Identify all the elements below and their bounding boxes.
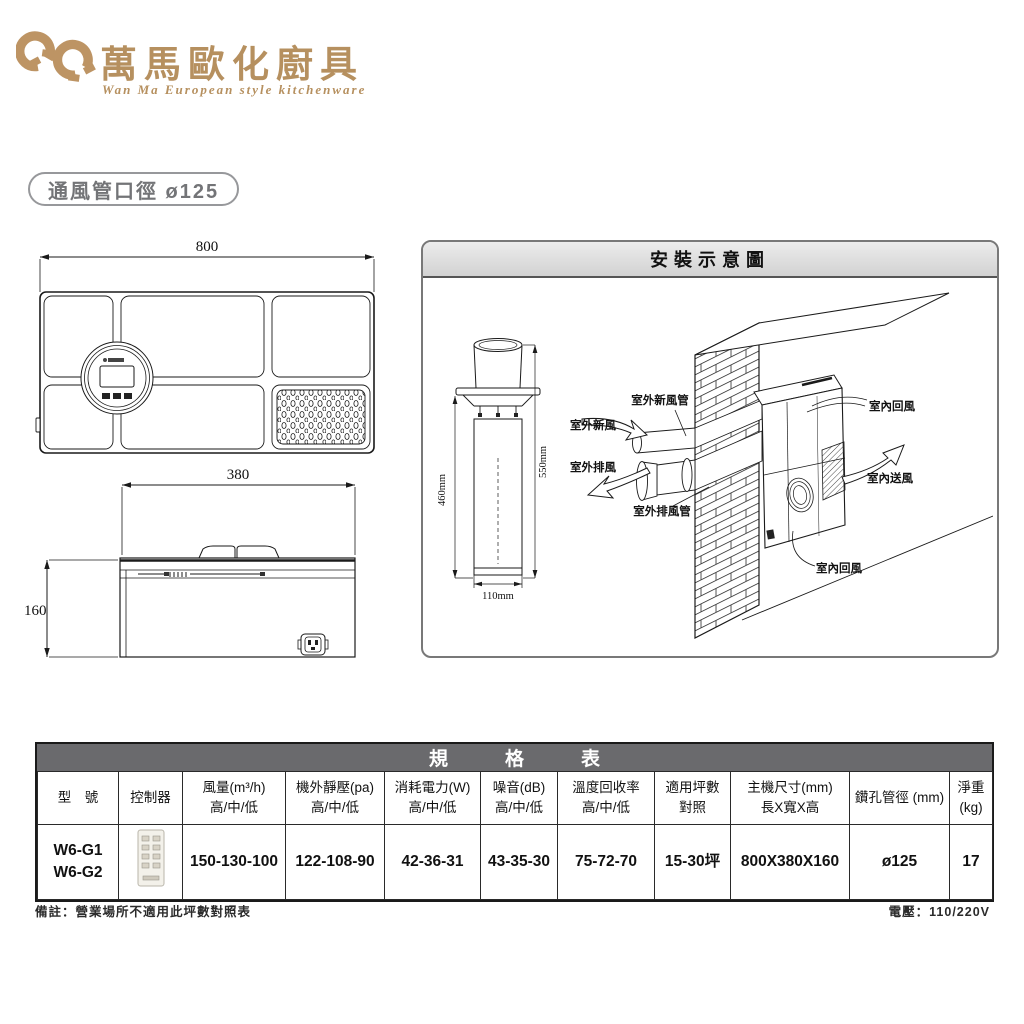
cell-dimensions: 800X380X160 [730,824,850,900]
remote-control-image [137,829,164,887]
label-indoor-return-top: 室內回風 [869,399,915,413]
col-hole-diameter: 鑽孔管徑 (mm) [849,771,950,825]
cell-static-pressure: 122-108-90 [285,824,385,900]
col-power: 消耗電力(W)高/中/低 [384,771,481,825]
label-indoor-supply: 室內送風 [867,471,913,485]
label-outdoor-fresh-duct: 室外新風管 [631,393,689,407]
brand-name: 萬馬歐化廚具 [100,45,364,86]
duct-diameter-badge: 通風管口徑 ø125 [28,172,240,206]
cell-hole-diameter: ø125 [849,824,950,900]
voltage-note: 電壓：110/220V [888,905,990,919]
spec-table-title: 規格表 [37,744,992,771]
pipe-drawing [452,338,541,588]
label-outdoor-fresh: 室外新風 [570,418,616,432]
front-view-height-dim: 160 [24,603,47,619]
cell-power: 42-36-31 [384,824,481,900]
control-dial [80,341,154,415]
installation-panel: 安裝示意圖 [421,240,999,658]
spec-table: 規格表 型 號 控制器 風量(m³/h)高/中/低 機外靜壓(pa)高/中/低 … [35,742,994,902]
label-outdoor-exhaust: 室外排風 [570,460,616,474]
col-static-pressure: 機外靜壓(pa)高/中/低 [285,771,385,825]
wall-unit-drawing [581,292,994,639]
front-view-drawing [44,482,356,658]
cell-noise: 43-35-30 [480,824,558,900]
label-indoor-return-bottom: 室內回風 [816,561,862,575]
top-view-width-dim: 800 [196,239,219,255]
col-net-weight: 淨重(kg) [949,771,993,825]
product-dimension-drawings: 800 [24,239,375,658]
pipe-left-dim: 460mm [437,474,448,506]
col-airflow: 風量(m³/h)高/中/低 [182,771,286,825]
col-noise: 噪音(dB)高/中/低 [480,771,558,825]
brand-tagline: Wan Ma European style kitchenware [102,82,367,97]
col-model: 型 號 [37,771,119,825]
remark-note: 備註：營業場所不適用此坪數對照表 [35,905,252,919]
pipe-right-dim: 550mm [538,446,549,478]
cell-airflow: 150-130-100 [182,824,286,900]
power-socket [297,633,329,656]
top-view-drawing [35,254,375,454]
installation-title: 安裝示意圖 [423,242,997,278]
brand-logo-icon [16,31,96,82]
col-dimensions: 主機尺寸(mm)長X寬X高 [730,771,850,825]
cell-net-weight: 17 [949,824,993,900]
cell-heat-recovery: 75-72-70 [557,824,655,900]
col-area: 適用坪數對照 [654,771,731,825]
cell-area: 15-30坪 [654,824,731,900]
cell-controller [118,824,183,900]
spec-header-row: 型 號 控制器 風量(m³/h)高/中/低 機外靜壓(pa)高/中/低 消耗電力… [37,771,993,825]
col-heat-recovery: 溫度回收率高/中/低 [557,771,655,825]
pipe-bottom-dim: 110mm [482,591,514,602]
installation-diagram: 460mm 550mm 110mm [437,292,994,639]
front-view-width-dim: 380 [227,467,250,483]
label-outdoor-exhaust-duct: 室外排風管 [633,504,691,518]
col-controller: 控制器 [118,771,183,825]
